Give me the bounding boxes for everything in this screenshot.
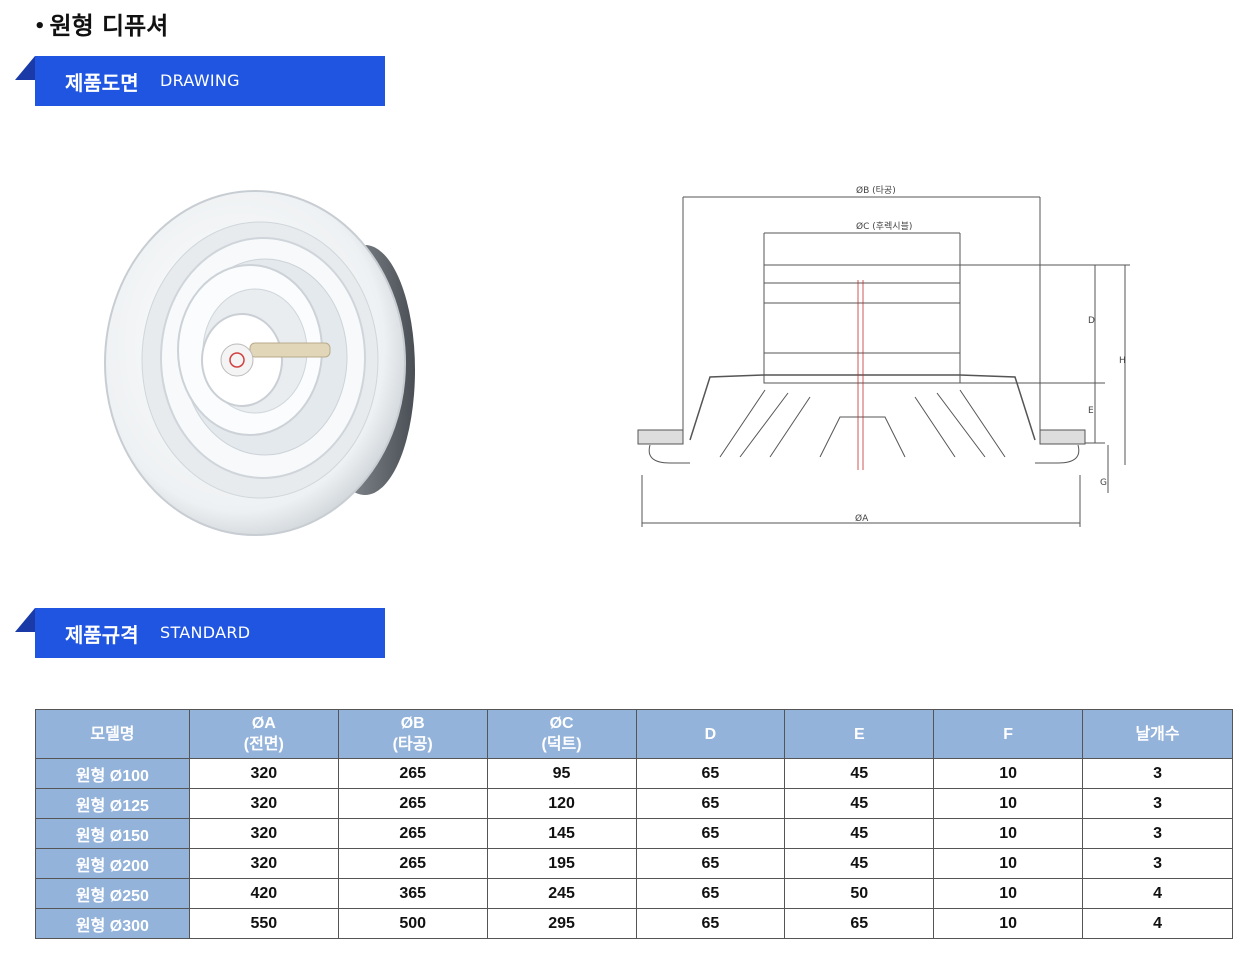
column-header-sublabel: (타공) xyxy=(392,736,433,753)
table-cell: 500 xyxy=(337,908,488,939)
title-text: 원형 디퓨셔 xyxy=(49,12,169,40)
table-cell: 10 xyxy=(933,788,1084,819)
column-header: ØB (타공) xyxy=(337,709,488,759)
column-header: ØC (덕트) xyxy=(486,709,637,759)
table-cell: 3 xyxy=(1082,758,1233,789)
product-photo xyxy=(104,190,415,536)
page-title: •원형 디퓨셔 xyxy=(34,6,168,41)
column-header: E xyxy=(784,709,935,759)
table-cell: 320 xyxy=(188,788,339,819)
table-cell: 365 xyxy=(337,878,488,909)
section-banner-drawing: 제품도면 DRAWING xyxy=(15,56,385,106)
technical-drawing: ØB (타공) ØC (후렉시블) ØA D E H G xyxy=(637,185,1130,527)
label-g: G xyxy=(1100,478,1107,488)
table-cell: 10 xyxy=(933,758,1084,789)
table-cell: 4 xyxy=(1082,878,1233,909)
column-header-label: 날개수 xyxy=(1135,725,1180,743)
column-header-sublabel: (덕트) xyxy=(541,736,582,753)
model-cell: 원형 Ø250 xyxy=(35,878,190,909)
table-cell: 65 xyxy=(635,788,786,819)
label-a: ØA xyxy=(855,513,869,524)
table-cell: 45 xyxy=(784,788,935,819)
table-cell: 320 xyxy=(188,818,339,849)
table-cell: 3 xyxy=(1082,818,1233,849)
table-cell: 245 xyxy=(486,878,637,909)
table-cell: 550 xyxy=(188,908,339,939)
table-cell: 265 xyxy=(337,788,488,819)
table-cell: 10 xyxy=(933,848,1084,879)
table-cell: 195 xyxy=(486,848,637,879)
section-title-ko: 제품규격 xyxy=(65,623,139,647)
table-cell: 50 xyxy=(784,878,935,909)
section-title-en: DRAWING xyxy=(160,71,240,90)
table-cell: 265 xyxy=(337,818,488,849)
banner-fold xyxy=(15,56,35,80)
label-c: ØC (후렉시블) xyxy=(856,221,912,232)
table-cell: 265 xyxy=(337,758,488,789)
table-cell: 145 xyxy=(486,818,637,849)
model-cell: 원형 Ø200 xyxy=(35,848,190,879)
model-cell: 원형 Ø125 xyxy=(35,788,190,819)
column-header-label: ØA xyxy=(251,715,276,732)
column-header: 날개수 xyxy=(1082,709,1233,759)
table-cell: 295 xyxy=(486,908,637,939)
table-cell: 320 xyxy=(188,848,339,879)
section-title-ko: 제품도면 xyxy=(65,71,139,95)
table-cell: 65 xyxy=(635,818,786,849)
banner-fold xyxy=(15,608,35,632)
model-cell: 원형 Ø300 xyxy=(35,908,190,939)
column-header-label: E xyxy=(853,725,865,743)
label-h: H xyxy=(1119,356,1126,366)
section-title-en: STANDARD xyxy=(160,623,251,642)
column-header: D xyxy=(635,709,786,759)
table-cell: 10 xyxy=(933,818,1084,849)
label-b: ØB (타공) xyxy=(856,185,896,196)
table-cell: 120 xyxy=(486,788,637,819)
table-cell: 4 xyxy=(1082,908,1233,939)
label-e: E xyxy=(1088,406,1094,416)
column-header-label: ØB xyxy=(400,715,425,732)
column-header-label: D xyxy=(704,725,717,743)
column-header-label: 모델명 xyxy=(90,725,135,743)
column-header-label: ØC xyxy=(549,715,574,732)
table-header-row: 모델명 ØA (전면) ØB (타공) ØC (덕트) D E F 날개수 xyxy=(35,709,1233,759)
table-cell: 320 xyxy=(188,758,339,789)
column-header-sublabel: (전면) xyxy=(243,736,284,753)
model-cell: 원형 Ø100 xyxy=(35,758,190,789)
table-cell: 265 xyxy=(337,848,488,879)
table-cell: 10 xyxy=(933,908,1084,939)
table-cell: 65 xyxy=(635,878,786,909)
table-cell: 65 xyxy=(635,758,786,789)
model-cell: 원형 Ø150 xyxy=(35,818,190,849)
table-cell: 420 xyxy=(188,878,339,909)
table-cell: 3 xyxy=(1082,848,1233,879)
column-header-label: F xyxy=(1003,725,1014,743)
table-cell: 45 xyxy=(784,848,935,879)
table-cell: 95 xyxy=(486,758,637,789)
column-header: 모델명 xyxy=(35,709,190,759)
section-banner-standard: 제품규격 STANDARD xyxy=(15,608,385,658)
column-header: ØA (전면) xyxy=(188,709,339,759)
table-cell: 65 xyxy=(635,908,786,939)
table-cell: 45 xyxy=(784,758,935,789)
table-cell: 65 xyxy=(784,908,935,939)
table-cell: 65 xyxy=(635,848,786,879)
column-header: F xyxy=(933,709,1084,759)
table-cell: 3 xyxy=(1082,788,1233,819)
label-d: D xyxy=(1088,316,1095,326)
table-cell: 10 xyxy=(933,878,1084,909)
table-cell: 45 xyxy=(784,818,935,849)
title-bullet: • xyxy=(34,16,46,37)
